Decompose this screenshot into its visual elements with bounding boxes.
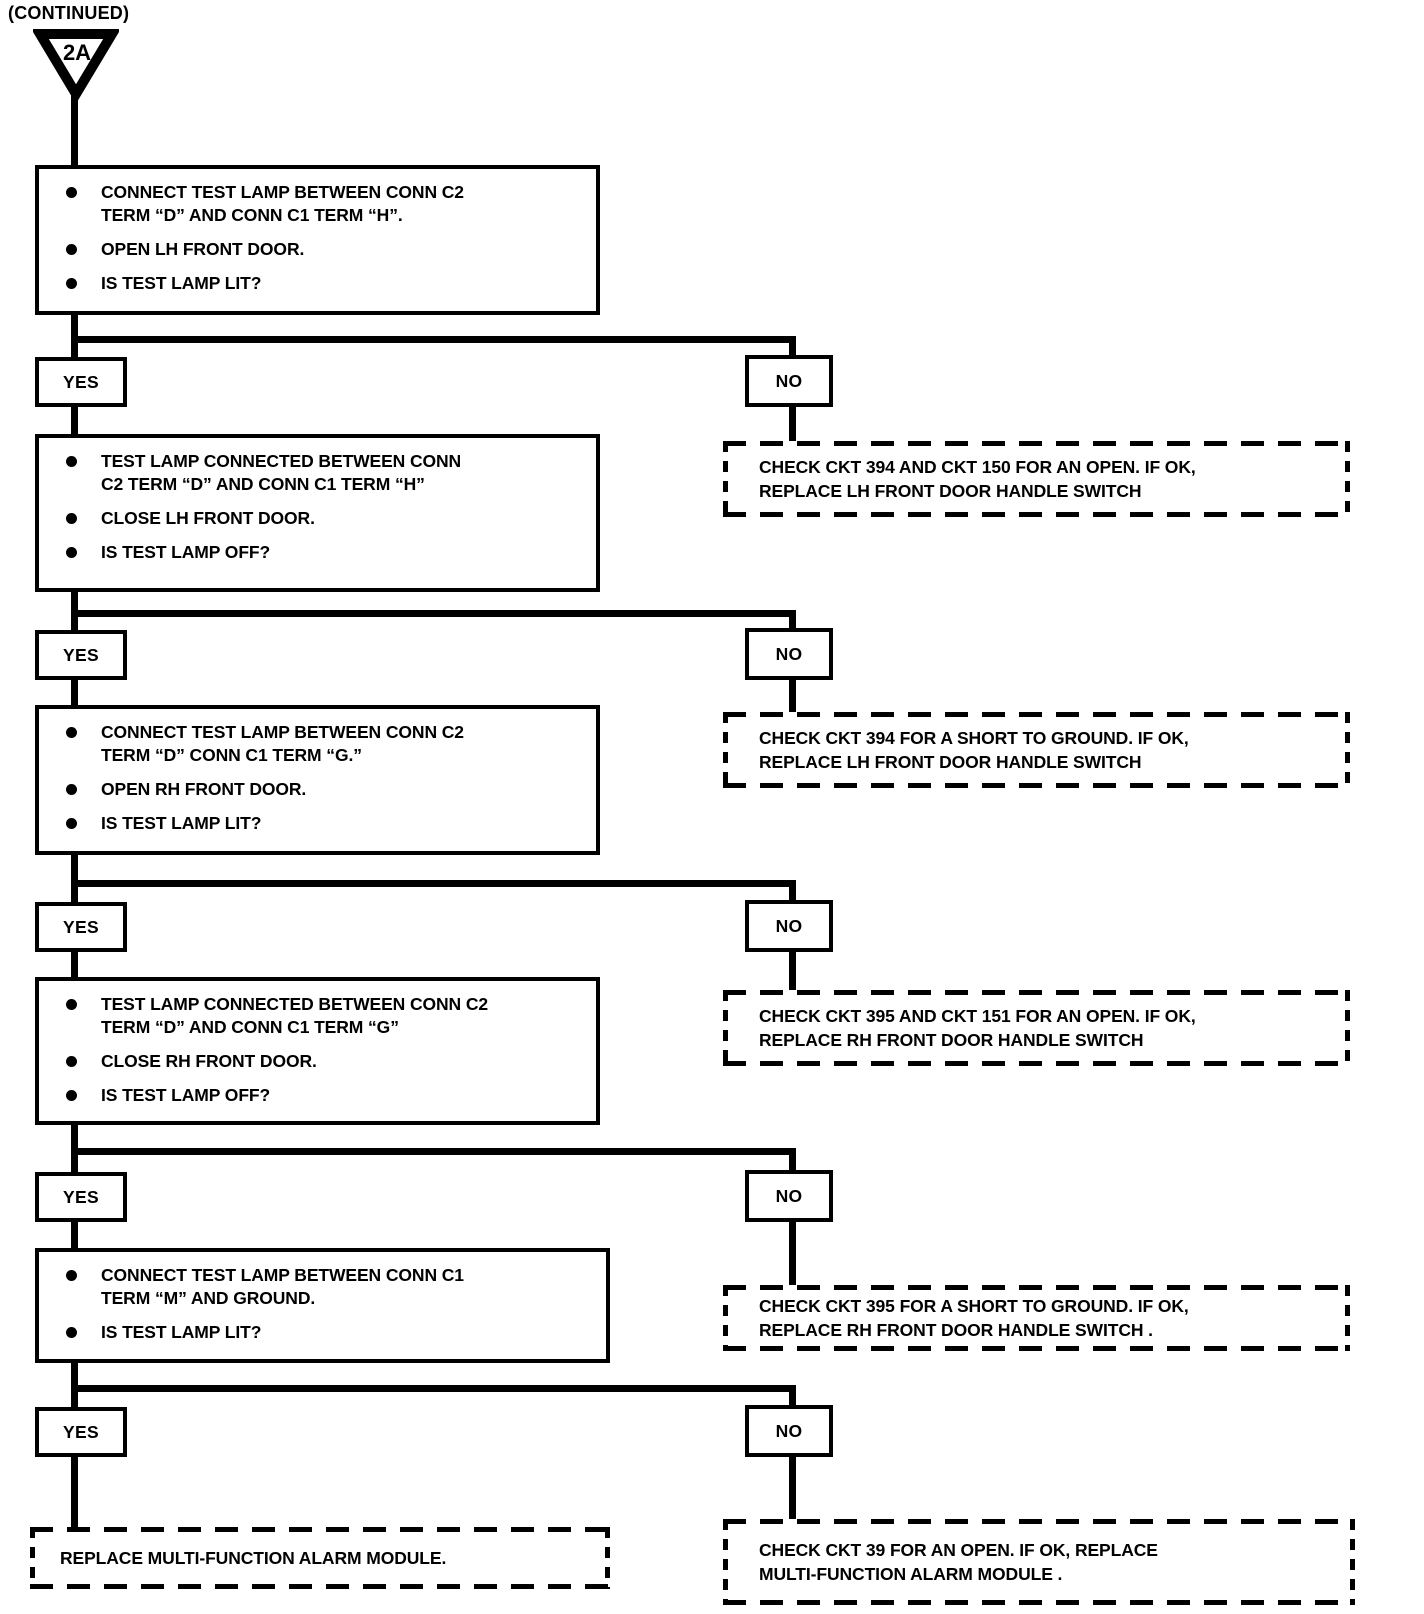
yes-label: YES [63, 371, 99, 392]
connector-line [71, 1148, 796, 1155]
connector-line [789, 610, 796, 628]
action-box-check-ckt-39: CHECK CKT 39 FOR AN OPEN. IF OK, REPLACE… [723, 1519, 1355, 1605]
no-box-1: NO [745, 355, 833, 407]
connector-line [71, 1385, 796, 1392]
action-box-check-ckt-395-151: CHECK CKT 395 AND CKT 151 FOR AN OPEN. I… [723, 990, 1350, 1066]
connector-line [71, 952, 78, 977]
connector-label: 2A [63, 40, 91, 65]
bullet-icon [66, 278, 77, 289]
no-label: NO [775, 643, 803, 664]
yes-box-3: YES [35, 902, 127, 952]
action-text: CHECK CKT 394 AND CKT 150 FOR AN OPEN. I… [759, 457, 1196, 501]
flow-connector-2a: 2A [33, 29, 119, 100]
connector-line [71, 1457, 78, 1527]
step-instruction: OPEN RH FRONT DOOR. [101, 779, 307, 799]
step-instruction: CLOSE RH FRONT DOOR. [101, 1051, 317, 1071]
connector-line [71, 680, 78, 705]
connector-line [789, 1222, 796, 1285]
yes-box-1: YES [35, 357, 127, 407]
step-question: IS TEST LAMP LIT? [101, 813, 262, 833]
bullet-icon [66, 244, 77, 255]
step-instruction: CONNECT TEST LAMP BETWEEN CONN C2 TERM “… [101, 182, 464, 225]
bullet-icon [66, 999, 77, 1010]
yes-label: YES [63, 916, 99, 937]
no-label: NO [775, 370, 803, 391]
connector-line [789, 952, 796, 990]
continued-label: (CONTINUED) [8, 3, 130, 23]
connector-line [789, 1148, 796, 1170]
action-text: CHECK CKT 395 FOR A SHORT TO GROUND. IF … [759, 1296, 1189, 1340]
bullet-icon [66, 1056, 77, 1067]
action-box-check-ckt-394-150: CHECK CKT 394 AND CKT 150 FOR AN OPEN. I… [723, 441, 1350, 517]
connector-line [71, 92, 78, 167]
no-box-3: NO [745, 900, 833, 952]
no-label: NO [775, 1420, 803, 1441]
connector-line [789, 680, 796, 712]
step-instruction: CONNECT TEST LAMP BETWEEN CONN C1 TERM “… [101, 1265, 464, 1308]
bullet-icon [66, 818, 77, 829]
bullet-icon [66, 1090, 77, 1101]
action-text: CHECK CKT 39 FOR AN OPEN. IF OK, REPLACE… [759, 1540, 1158, 1584]
step-instruction: CONNECT TEST LAMP BETWEEN CONN C2 TERM “… [101, 722, 464, 765]
no-label: NO [775, 915, 803, 936]
yes-box-5: YES [35, 1407, 127, 1457]
bullet-icon [66, 456, 77, 467]
bullet-icon [66, 187, 77, 198]
no-box-4: NO [745, 1170, 833, 1222]
connector-line [789, 880, 796, 900]
step-box-4: TEST LAMP CONNECTED BETWEEN CONN C2 TERM… [35, 977, 600, 1125]
triangle-connector-shape [33, 29, 119, 100]
action-text: CHECK CKT 394 FOR A SHORT TO GROUND. IF … [759, 728, 1189, 772]
step-instruction: TEST LAMP CONNECTED BETWEEN CONN C2 TERM… [101, 451, 462, 494]
connector-line [71, 336, 796, 343]
bullet-icon [66, 1270, 77, 1281]
action-box-check-ckt-395-short: CHECK CKT 395 FOR A SHORT TO GROUND. IF … [723, 1285, 1350, 1351]
connector-line [789, 407, 796, 441]
step-question: IS TEST LAMP OFF? [101, 542, 271, 562]
step-question: IS TEST LAMP OFF? [101, 1085, 271, 1105]
no-label: NO [775, 1185, 803, 1206]
step-box-3: CONNECT TEST LAMP BETWEEN CONN C2 TERM “… [35, 705, 600, 855]
step-instruction: OPEN LH FRONT DOOR. [101, 239, 305, 259]
connector-line [71, 880, 796, 887]
connector-line [789, 1385, 796, 1405]
bullet-icon [66, 1327, 77, 1338]
step-box-2: TEST LAMP CONNECTED BETWEEN CONN C2 TERM… [35, 434, 600, 592]
connector-line [789, 336, 796, 355]
action-text: CHECK CKT 395 AND CKT 151 FOR AN OPEN. I… [759, 1006, 1196, 1050]
connector-line [789, 1457, 796, 1519]
connector-line [71, 610, 796, 617]
action-box-check-ckt-394-short: CHECK CKT 394 FOR A SHORT TO GROUND. IF … [723, 712, 1350, 788]
bullet-icon [66, 547, 77, 558]
yes-box-2: YES [35, 630, 127, 680]
step-instruction: TEST LAMP CONNECTED BETWEEN CONN C2 TERM… [101, 994, 489, 1037]
bullet-icon [66, 513, 77, 524]
step-instruction: CLOSE LH FRONT DOOR. [101, 508, 315, 528]
connector-line [71, 407, 78, 434]
bullet-icon [66, 727, 77, 738]
step-box-1: CONNECT TEST LAMP BETWEEN CONN C2 TERM “… [35, 165, 600, 315]
action-text: REPLACE MULTI-FUNCTION ALARM MODULE. [60, 1548, 447, 1568]
yes-label: YES [63, 1421, 99, 1442]
step-box-5: CONNECT TEST LAMP BETWEEN CONN C1 TERM “… [35, 1248, 610, 1363]
yes-label: YES [63, 644, 99, 665]
connector-line [71, 1222, 78, 1248]
no-box-2: NO [745, 628, 833, 680]
action-box-replace-alarm-module: REPLACE MULTI-FUNCTION ALARM MODULE. [30, 1527, 610, 1589]
yes-label: YES [63, 1186, 99, 1207]
step-question: IS TEST LAMP LIT? [101, 273, 262, 293]
no-box-5: NO [745, 1405, 833, 1457]
bullet-icon [66, 784, 77, 795]
connector-line [71, 855, 78, 902]
yes-box-4: YES [35, 1172, 127, 1222]
step-question: IS TEST LAMP LIT? [101, 1322, 262, 1342]
